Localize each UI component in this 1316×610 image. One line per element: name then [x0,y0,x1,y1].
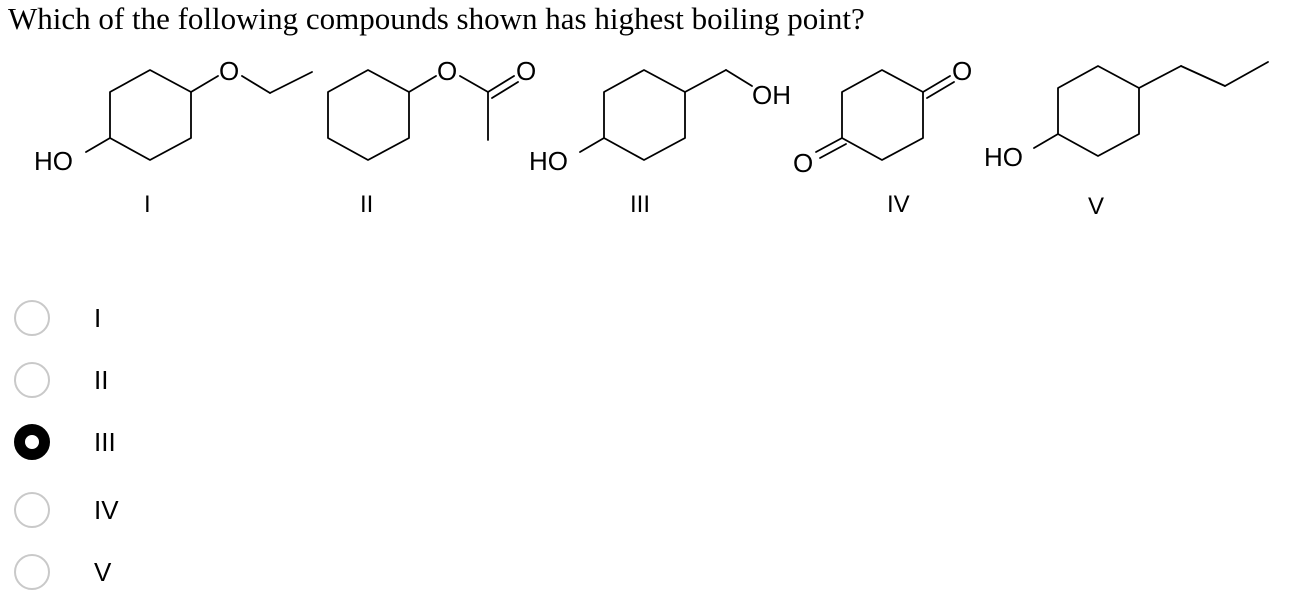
question-text: Which of the following compounds shown h… [8,1,865,36]
bond-ethyl-2-i [269,71,313,94]
option-label-i: I [94,303,102,333]
compound-v-structure: HO V [984,61,1269,220]
option-label-ii: II [94,365,109,395]
compound-label-ii: II [360,191,373,218]
cyclohexane-ring-iii [603,69,686,161]
cyclohexane-ring-ii [327,69,410,161]
ho-label-v: HO [984,142,1023,172]
bond-aldehyde-a-iv [922,75,951,93]
compound-iv-structure: O O IV [793,56,972,218]
compound-label-iii: III [630,191,650,218]
option-i[interactable]: I [14,296,194,340]
bond-ethyl-1-i [241,75,271,94]
radio-button-iii[interactable] [14,424,50,460]
compound-label-iv: IV [887,191,910,218]
radio-button-v[interactable] [14,554,50,590]
compound-label-i: I [144,191,151,218]
compound-label-v: V [1088,193,1104,220]
structures-svg: HO O I O O II HO OH III [34,56,1269,220]
compound-ii-structure: O O II [327,56,536,218]
compound-structures: HO O I O O II HO OH III [0,0,1316,240]
option-v[interactable]: V [14,550,194,594]
radio-button-ii[interactable] [14,362,50,398]
option-label-v: V [94,557,112,587]
option-label-iii: III [94,427,116,457]
bond-propyl-3-v [1224,61,1269,87]
carbonyl-o-label-ii: O [516,56,536,86]
compound-i-structure: HO O I [34,56,313,218]
bond-o-c-ii [459,75,489,93]
bond-ch2oh-iii [725,69,753,87]
bond-aldehyde-b-iv [926,81,955,99]
bond-ch2-iii [684,69,727,93]
bond-ho-iii [579,137,605,153]
bond-carbonyl-b-ii [491,81,519,99]
cyclohexane-ring-v [1057,65,1140,157]
ho-label-i: HO [34,146,73,176]
answer-options: I II III IV V [0,0,200,610]
bond-ho-v [1033,133,1059,149]
oh-label-iii: OH [752,80,791,110]
bond-ketone-a-iv [815,137,843,153]
radio-button-iv[interactable] [14,492,50,528]
bond-propyl-1-v [1138,65,1182,89]
radio-button-i[interactable] [14,300,50,336]
option-iv[interactable]: IV [14,488,194,532]
option-iii[interactable]: III [14,420,194,464]
bond-propyl-2-v [1180,65,1226,87]
option-label-iv: IV [94,495,119,525]
bond-ether-i [190,75,219,93]
ketone-o-label-iv: O [793,148,813,178]
bond-carbonyl-a-ii [487,75,515,93]
ho-label-iii: HO [529,146,568,176]
bond-ketone-b-iv [819,143,847,159]
bond-ho-i [85,137,111,153]
bond-ester-o-ii [408,75,437,93]
oxygen-label-i: O [219,56,239,86]
compound-iii-structure: HO OH III [529,69,791,218]
cyclohexane-ring-iv [841,69,924,161]
option-ii[interactable]: II [14,358,194,402]
oxygen-label-ii: O [437,56,457,86]
aldehyde-o-label-iv: O [952,56,972,86]
